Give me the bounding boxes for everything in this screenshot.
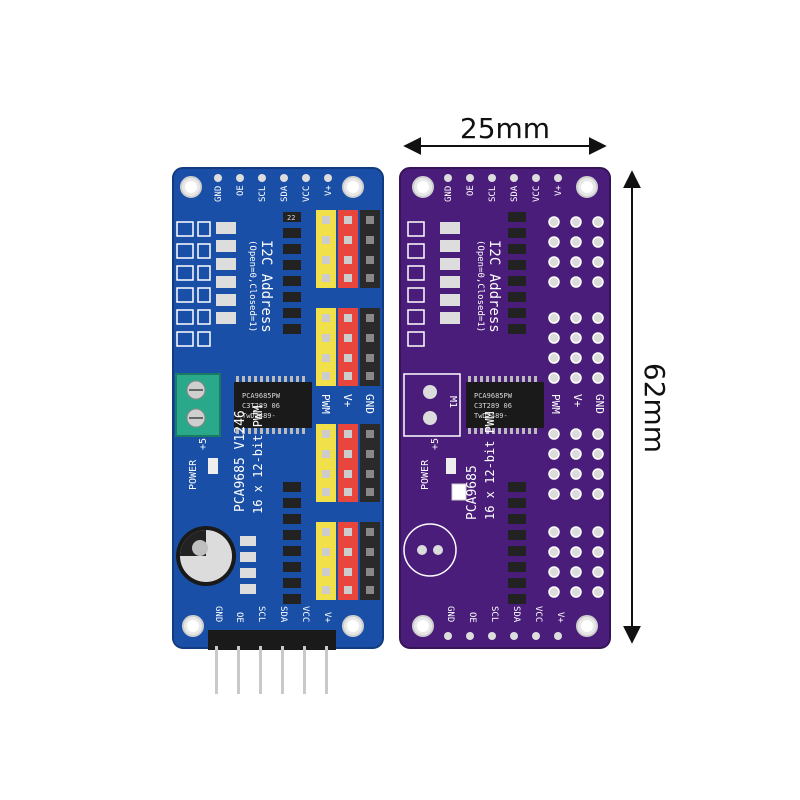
mounting-holes xyxy=(180,176,364,637)
header-group xyxy=(316,308,380,386)
purple-top-pin-labels: GND OE SCL SDA VCC V+ xyxy=(444,185,564,202)
mounting-holes xyxy=(412,176,598,637)
pin-label: VCC xyxy=(300,606,310,622)
address-jumper-pads xyxy=(407,221,425,347)
pin-label: SDA xyxy=(280,185,290,202)
purple-bottom-pin-labels: GND OE SCL SDA VCC V+ xyxy=(445,606,565,623)
power-mark: +5 xyxy=(430,438,441,450)
pin-label: OE xyxy=(234,612,244,623)
pin-label: GND xyxy=(214,186,224,202)
header-label-pwm: PWM xyxy=(549,394,562,414)
header-label-gnd: GND xyxy=(363,394,376,414)
address-subtitle: (Open=0,Closed=1) xyxy=(475,240,485,332)
pin-label: V+ xyxy=(324,185,334,196)
power-mark: +5 xyxy=(198,438,209,450)
pin-label: SCL xyxy=(258,186,268,202)
pin-label: V+ xyxy=(554,185,564,196)
pin-label: GND xyxy=(444,186,454,202)
purple-board: GND OE SCL SDA VCC V+ I2C Address (Open=… xyxy=(399,167,611,649)
model-subtitle: 16 x 12-bit PWM xyxy=(251,406,265,514)
header-label-gnd: GND xyxy=(593,394,606,414)
pin-label: VCC xyxy=(302,186,312,202)
blue-top-pads xyxy=(214,174,332,182)
pin-label: V+ xyxy=(555,612,565,623)
address-jumper-pads xyxy=(176,221,211,347)
header-group xyxy=(316,522,380,600)
pin-label: SDA xyxy=(511,606,521,623)
header-label-pwm: PWM xyxy=(319,394,332,414)
resistor-label: 22 xyxy=(287,214,295,222)
resistor-array-top xyxy=(440,212,526,334)
resistor-array-bottom xyxy=(240,482,301,604)
pin-label: SCL xyxy=(256,606,266,622)
header-label-vplus: V+ xyxy=(341,394,354,408)
resistor-array-top: 22 xyxy=(216,212,301,334)
capacitor-footprint xyxy=(403,523,457,577)
pin-label: GND xyxy=(445,606,455,622)
pin-label: GND xyxy=(213,606,223,622)
pin-label: SDA xyxy=(278,606,288,623)
chip-line: PCA9685PW xyxy=(242,392,281,400)
resistor-array-bottom xyxy=(508,482,526,604)
pin-label: OE xyxy=(467,612,477,623)
width-dimension: 25mm xyxy=(403,112,607,155)
header-group xyxy=(316,424,380,502)
screw-terminal xyxy=(175,373,221,437)
terminal-mark: M1 xyxy=(447,396,458,408)
height-label: 62mm xyxy=(638,363,671,453)
pca9685-chip: PCA9685PW C3T289 06 TwD2489- xyxy=(466,376,544,434)
model-label: PCA9685 xyxy=(465,465,480,520)
servo-headers xyxy=(316,210,380,600)
power-led xyxy=(208,458,218,474)
pin-label: SCL xyxy=(488,186,498,202)
power-label: POWER xyxy=(420,459,431,490)
width-label: 25mm xyxy=(460,112,550,145)
pin-label: VCC xyxy=(533,606,543,622)
address-title: I2C Address xyxy=(486,240,502,333)
blue-bottom-pin-labels: GND OE SCL SDA VCC V+ xyxy=(213,606,332,623)
model-subtitle: 16 x 12-bit PWM xyxy=(483,412,497,520)
address-title: I2C Address xyxy=(258,240,274,333)
header-group xyxy=(316,210,380,288)
power-led xyxy=(446,458,456,474)
purple-top-pads xyxy=(444,174,562,182)
unpopulated-header-pads xyxy=(548,216,604,598)
model-label: PCA9685 V1246 xyxy=(233,410,248,512)
pin-label: SDA xyxy=(510,185,520,202)
terminal-footprint: M1 xyxy=(403,373,461,437)
chip-line: TwD2489- xyxy=(474,412,508,420)
pin-label: V+ xyxy=(322,612,332,623)
height-dimension: 62mm xyxy=(623,170,671,644)
bottom-pin-header xyxy=(208,630,336,694)
power-label: POWER xyxy=(188,459,199,490)
purple-bottom-pads xyxy=(444,632,562,640)
header-label-vplus: V+ xyxy=(571,394,584,408)
chip-line: C3T289 06 xyxy=(242,402,280,410)
electrolytic-capacitor xyxy=(176,526,236,586)
chip-line: C3T289 06 xyxy=(474,402,512,410)
capacitor-smd xyxy=(451,483,467,501)
pin-label: OE xyxy=(236,185,246,196)
pin-label: SCL xyxy=(489,606,499,622)
blue-top-pin-labels: GND OE SCL SDA VCC V+ xyxy=(214,185,334,202)
pin-label: OE xyxy=(466,185,476,196)
address-subtitle: (Open=0,Closed=1) xyxy=(247,240,257,332)
chip-line: TwD2489- xyxy=(242,412,276,420)
pin-label: VCC xyxy=(532,186,542,202)
blue-board: GND OE SCL SDA VCC V+ 22 I2C Address (O xyxy=(172,167,384,694)
pca9685-chip: PCA9685PW C3T289 06 TwD2489- xyxy=(234,376,312,434)
chip-line: PCA9685PW xyxy=(474,392,513,400)
